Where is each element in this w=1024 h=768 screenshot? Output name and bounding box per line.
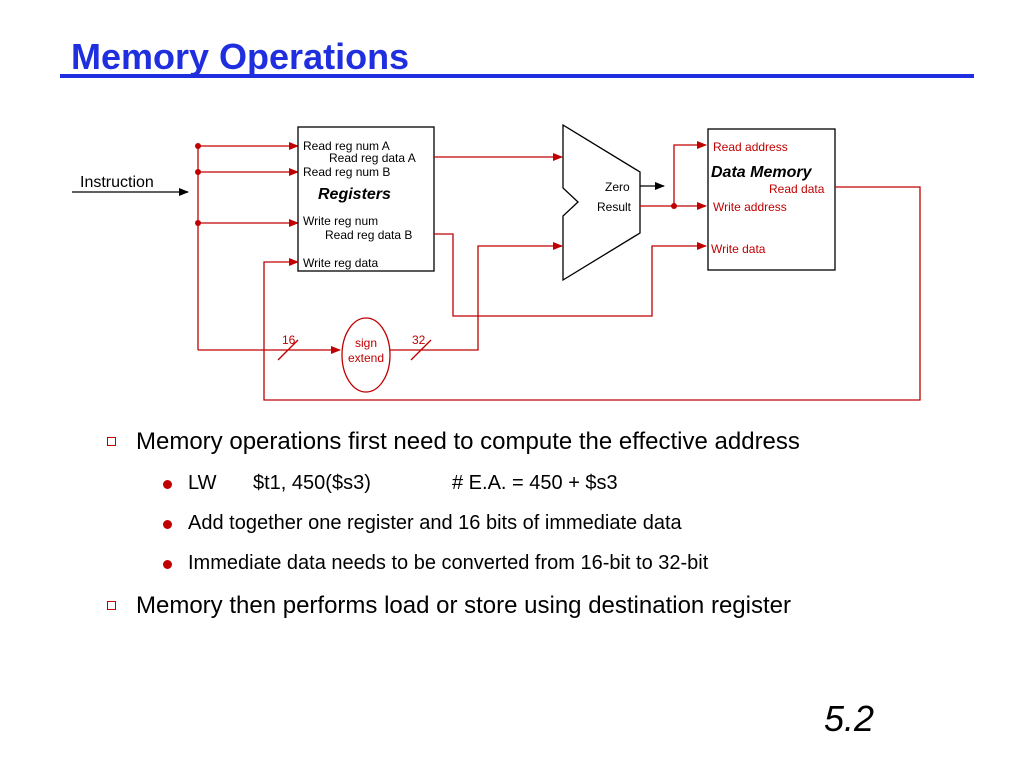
sign-extend-block [341, 317, 391, 393]
sub-bullet-2: Add together one register and 16 bits of… [188, 512, 682, 534]
data-memory-title: Data Memory [711, 164, 813, 181]
title-underline [60, 74, 974, 78]
registers-block [297, 126, 435, 272]
bit-width-ticks [277, 339, 432, 361]
bullet-square-2 [107, 601, 116, 610]
data-memory-block [707, 128, 836, 271]
registers-title: Registers [318, 186, 391, 203]
bullet-square-1 [107, 437, 116, 446]
sub-bullet-lw-args: $t1, 450($s3) [253, 472, 371, 494]
read-data-label: Read data [769, 182, 825, 196]
alu-zero-label: Zero [605, 180, 630, 194]
instruction-label: Instruction [80, 174, 154, 191]
alu-block [562, 123, 641, 282]
bullet-1: Memory operations first need to compute … [136, 428, 800, 455]
junction-dots [195, 143, 677, 226]
bullet-dot-1 [163, 480, 172, 489]
read-reg-num-a-label: Read reg num A [303, 139, 390, 153]
bullet-dot-2 [163, 520, 172, 529]
bits-32-label: 32 [412, 333, 426, 347]
read-reg-data-b-label: Read reg data B [325, 228, 412, 242]
write-data-label: Write data [711, 242, 766, 256]
datapath-wires [263, 141, 921, 401]
slide-number: 5.2 [824, 698, 875, 739]
write-reg-num-label: Write reg num [303, 214, 378, 228]
read-address-label: Read address [713, 140, 788, 154]
read-reg-data-a-label: Read reg data A [329, 151, 416, 165]
alu-result-label: Result [597, 200, 632, 214]
bits-16-label: 16 [282, 333, 296, 347]
write-reg-data-label: Write reg data [303, 256, 378, 270]
instruction-bus [197, 142, 341, 354]
read-reg-num-b-label: Read reg num B [303, 165, 390, 179]
write-address-label: Write address [713, 200, 787, 214]
sub-bullet-lw-comment: # E.A. = 450 + $s3 [452, 472, 618, 494]
bullet-dot-3 [163, 560, 172, 569]
sign-extend-label-2: extend [348, 351, 384, 365]
bullet-2: Memory then performs load or store using… [136, 592, 791, 619]
sign-extend-label-1: sign [355, 336, 377, 350]
slide-title: Memory Operations [71, 36, 410, 77]
sub-bullet-lw-op: LW [188, 472, 217, 494]
datapath-diagram: Instruction Read reg num A Read reg data… [72, 123, 921, 401]
sub-bullet-3: Immediate data needs to be converted fro… [188, 552, 709, 574]
